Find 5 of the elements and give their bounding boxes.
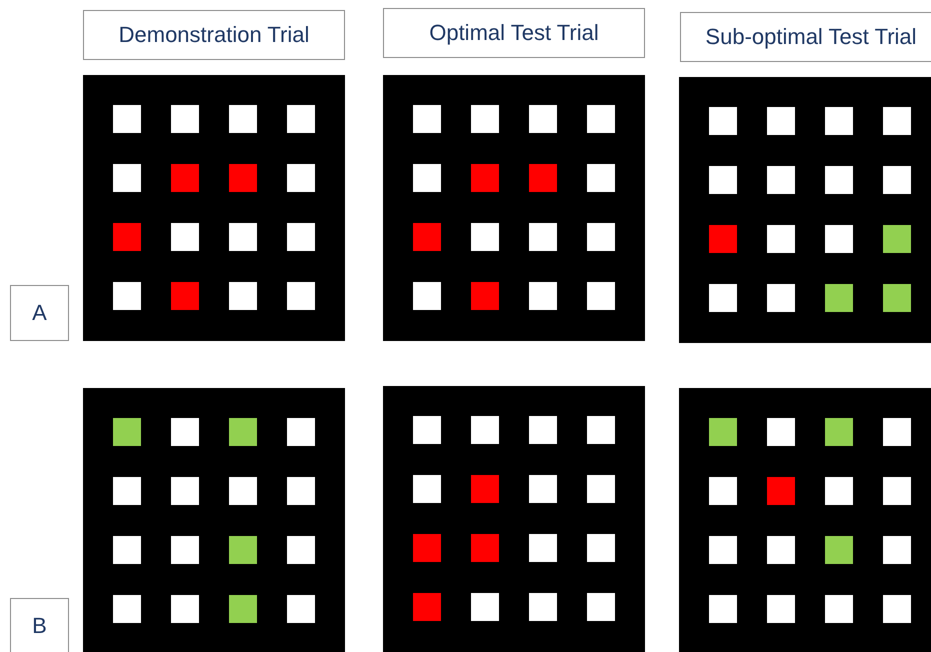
row-label: A — [10, 285, 69, 341]
row-label: B — [10, 598, 69, 652]
column-header: Sub-optimal Test Trial — [680, 12, 931, 62]
column-header: Optimal Test Trial — [383, 8, 645, 58]
column-header: Demonstration Trial — [83, 10, 345, 60]
